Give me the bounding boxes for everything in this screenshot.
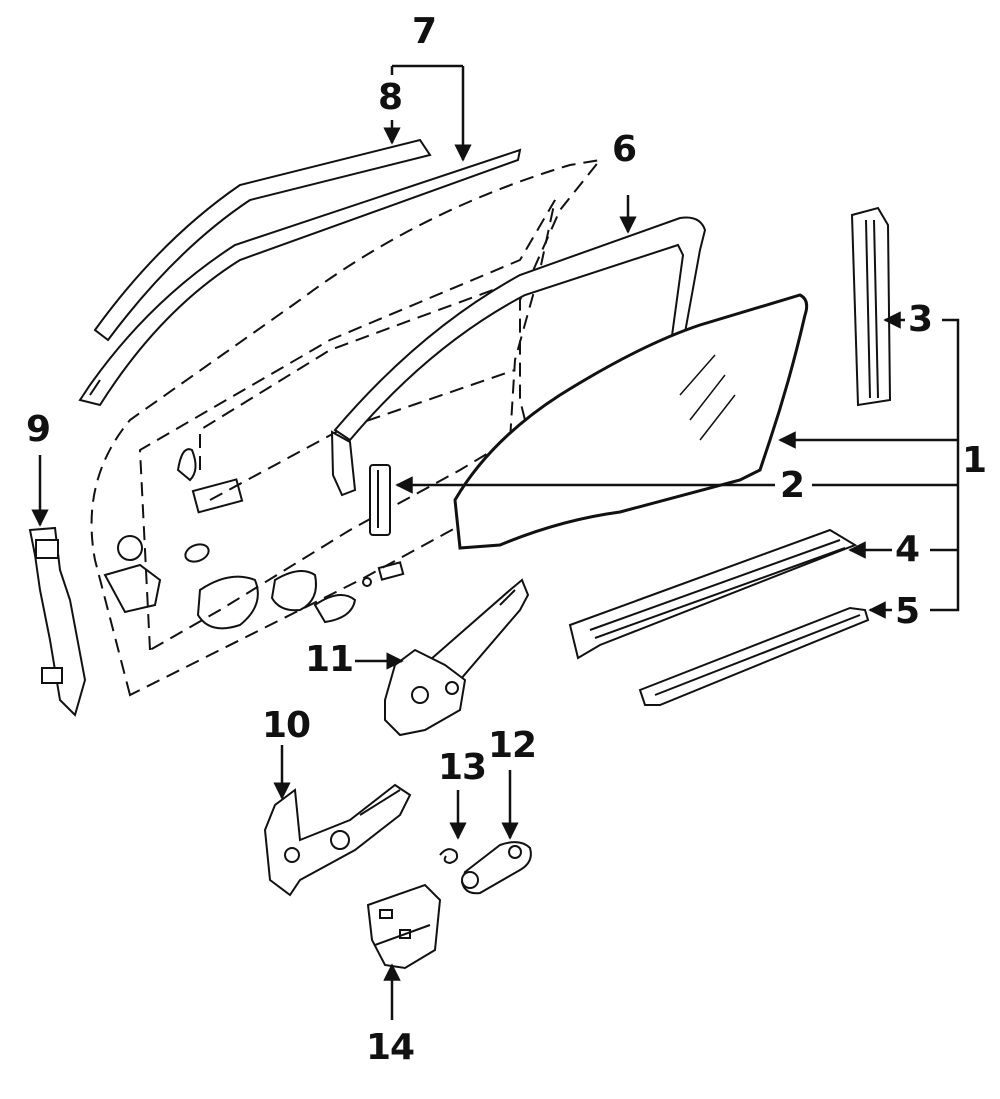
callout-11: 11: [305, 639, 354, 680]
callout-9: 9: [26, 409, 51, 450]
callout-5: 5: [895, 591, 920, 632]
callout-2: 2: [780, 465, 805, 506]
part-9-rear-guide: [28, 526, 87, 717]
callout-6: 6: [612, 129, 637, 170]
part-3-rear-channel: [850, 206, 892, 407]
part-4-bottom-channel: [568, 528, 858, 660]
part-2-glass-stop: [369, 464, 391, 536]
leader-lines: [31, 64, 960, 1020]
part-7-outer-weatherstrip: [78, 148, 522, 407]
part-12-window-handle: [460, 841, 532, 895]
door-shell: [90, 158, 603, 697]
callout-10: 10: [262, 705, 311, 746]
part-10-regulator-arm: [263, 783, 412, 897]
door-inner-panel: [103, 448, 405, 630]
callout-8: 8: [378, 77, 403, 118]
part-11-regulator: [384, 578, 530, 737]
callout-12: 12: [488, 725, 537, 766]
callout-7: 7: [412, 11, 437, 52]
callout-3: 3: [908, 299, 933, 340]
callout-13: 13: [438, 747, 487, 788]
callout-14: 14: [366, 1027, 415, 1068]
callout-4: 4: [895, 529, 920, 570]
part-13-clip: [439, 848, 459, 865]
callout-1: 1: [962, 440, 987, 481]
part-14-bracket: [366, 883, 442, 970]
part-6-run-channel: [330, 216, 707, 497]
part-1-door-glass: [453, 293, 809, 550]
part-8-inner-weatherstrip: [93, 138, 432, 342]
part-5-sash: [638, 606, 870, 706]
